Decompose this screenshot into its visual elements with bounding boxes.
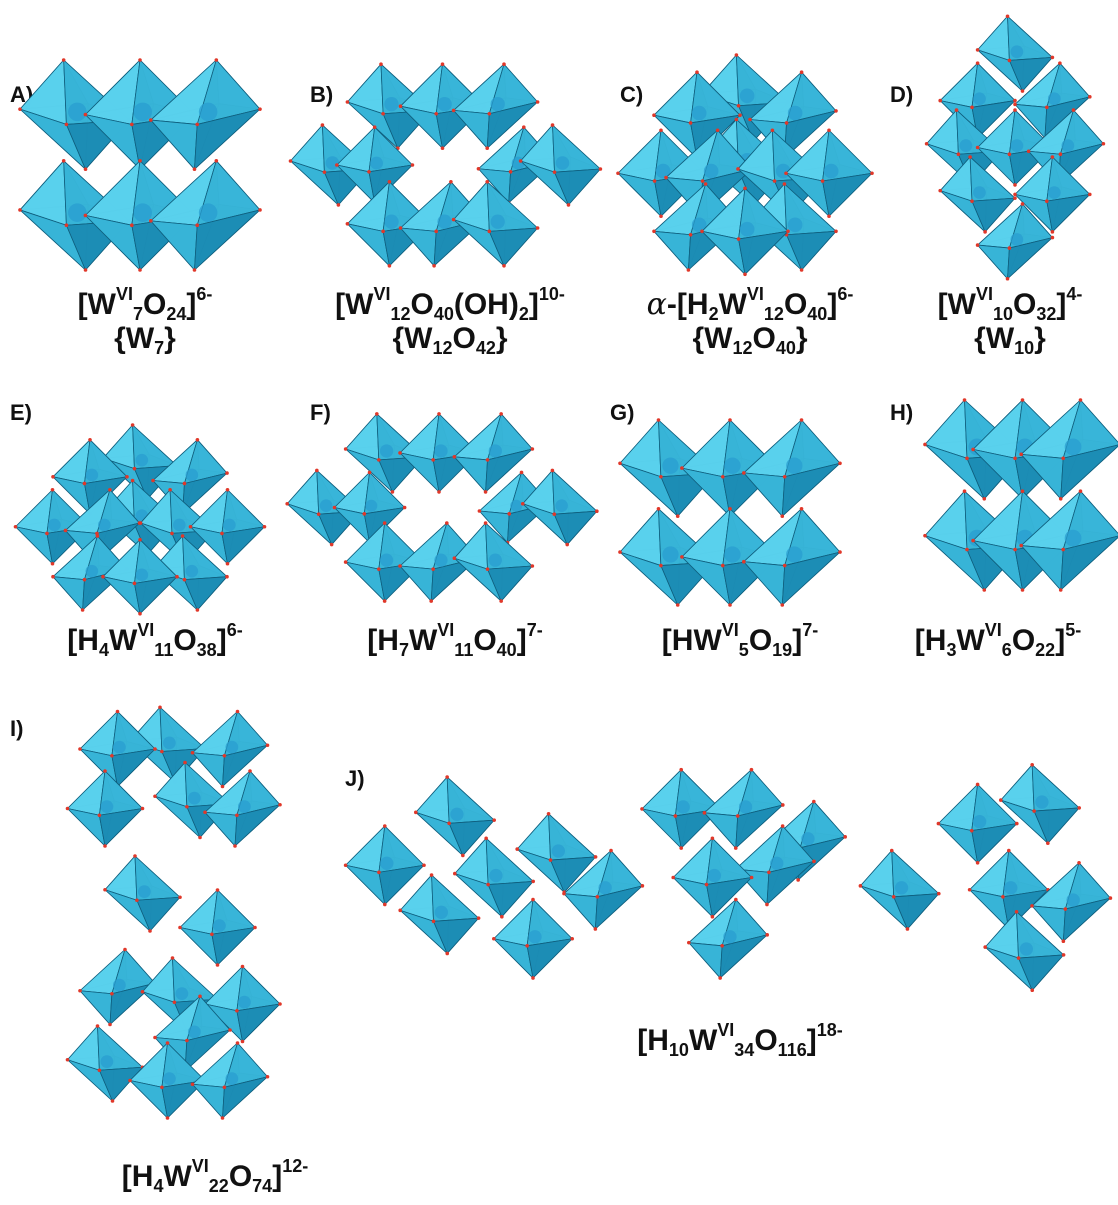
octahedron xyxy=(101,537,179,616)
panel-label-i: I) xyxy=(10,716,24,741)
formula-g: [HWVI5O19]7- xyxy=(661,620,819,660)
octahedron xyxy=(335,125,415,205)
octahedron xyxy=(190,709,270,789)
octahedron xyxy=(975,108,1055,187)
formula-b: [WVI12O40(OH)2]10- {W12O42} xyxy=(300,285,600,358)
formula-d: [WVI10O32]4- {W10} xyxy=(905,285,1115,358)
octahedron xyxy=(1013,155,1092,234)
panel-label-e: E) xyxy=(10,400,32,425)
short-formula-d: {W10} xyxy=(974,322,1046,358)
octahedron xyxy=(983,910,1066,992)
octahedron xyxy=(65,769,145,848)
formula-h: [H3WVI6O22]5- xyxy=(914,620,1082,660)
octahedron xyxy=(188,487,267,566)
panel-label-b: B) xyxy=(310,82,334,107)
octahedron xyxy=(452,521,535,603)
octahedron xyxy=(343,824,426,907)
octahedron xyxy=(742,418,842,518)
cluster-a-image xyxy=(18,58,262,272)
octahedron xyxy=(83,159,197,272)
octahedron xyxy=(664,128,754,219)
octahedron xyxy=(414,775,496,858)
cluster-i-image xyxy=(65,705,282,1120)
octahedron xyxy=(63,487,142,566)
octahedron xyxy=(702,767,785,850)
octahedron xyxy=(1030,861,1113,943)
octahedron xyxy=(700,186,790,277)
panel-label-g: G) xyxy=(610,400,635,425)
octahedron xyxy=(51,438,129,516)
octahedron xyxy=(858,848,941,931)
panel-label-j: J) xyxy=(345,766,365,791)
octahedron xyxy=(398,412,480,494)
formula-e: [H4WVI11O38]6- xyxy=(67,620,243,660)
octahedron xyxy=(101,423,179,501)
formula-f: [H7WVI11O40]7- xyxy=(367,620,543,660)
formula-i: [H4WVI22O74]12- xyxy=(121,1156,309,1196)
octahedron xyxy=(687,897,769,980)
cluster-b-image xyxy=(288,62,603,268)
cluster-c-image xyxy=(616,53,874,277)
octahedron xyxy=(103,854,182,933)
octahedron xyxy=(936,782,1019,865)
octahedron xyxy=(562,848,645,931)
panel-label-d: D) xyxy=(890,82,914,107)
octahedron xyxy=(1019,489,1118,592)
panel-label-f: F) xyxy=(310,400,331,425)
panel-label-c: C) xyxy=(620,82,644,107)
short-formula-a: {W7} xyxy=(114,322,176,358)
octahedron xyxy=(975,14,1055,93)
panel-label-h: H) xyxy=(890,400,914,425)
octahedron xyxy=(492,897,574,980)
octahedron xyxy=(151,438,229,516)
octahedron xyxy=(153,994,232,1074)
octahedron xyxy=(742,507,842,607)
octahedron xyxy=(453,836,535,919)
octahedron xyxy=(190,1041,270,1120)
short-formula-c: {W12O40} xyxy=(692,322,808,358)
octahedron xyxy=(671,836,754,919)
cluster-d-image xyxy=(924,14,1106,281)
octahedron xyxy=(733,824,816,907)
cluster-g-image xyxy=(618,418,842,607)
octahedron xyxy=(938,155,1017,234)
formula-c: α-[H2WVI12O40]6- {W12O40} xyxy=(605,285,895,358)
octahedron xyxy=(203,769,282,848)
octahedron xyxy=(203,964,282,1044)
octahedron xyxy=(515,812,598,894)
octahedron xyxy=(78,947,157,1027)
octahedron xyxy=(451,62,540,150)
formula-j: [H10WVI34O116]18- xyxy=(637,1020,843,1060)
cluster-e-image xyxy=(13,423,267,616)
cluster-j-image xyxy=(343,763,1113,992)
octahedron xyxy=(343,521,426,603)
octahedron xyxy=(65,1024,145,1103)
short-formula-b: {W12O42} xyxy=(392,322,508,358)
cluster-f-image xyxy=(285,412,599,603)
octahedron xyxy=(999,763,1081,845)
octahedron xyxy=(178,888,257,967)
octahedron xyxy=(78,709,157,789)
octahedron xyxy=(398,873,481,956)
octahedron xyxy=(343,412,426,494)
octahedron xyxy=(451,180,540,268)
formula-a: [WVI7O24]6- {W7} xyxy=(30,285,260,358)
octahedron xyxy=(452,412,535,494)
octahedron xyxy=(149,159,262,272)
octahedron xyxy=(51,534,129,612)
octahedron xyxy=(967,848,1050,931)
octahedron xyxy=(784,128,874,219)
cluster-h-image xyxy=(923,398,1118,592)
octahedron xyxy=(1019,398,1118,501)
octahedron xyxy=(477,470,552,545)
octahedron xyxy=(518,123,603,207)
octahedron xyxy=(149,58,262,171)
octahedron xyxy=(520,468,599,547)
octahedron xyxy=(748,70,838,160)
octahedron xyxy=(680,418,780,518)
octahedron xyxy=(975,202,1055,281)
